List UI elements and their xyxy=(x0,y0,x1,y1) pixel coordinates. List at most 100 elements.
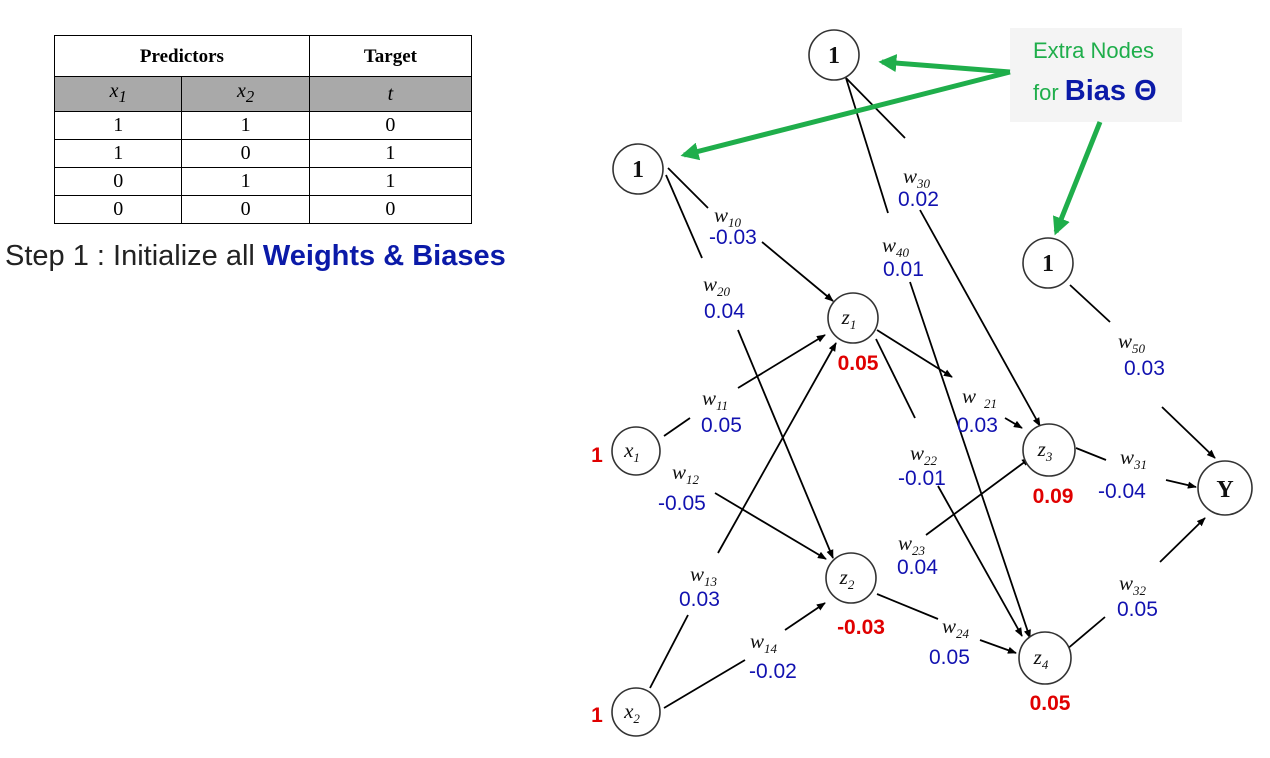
predictors-header: Predictors xyxy=(54,35,310,77)
hidden-node-z2: z2 xyxy=(825,552,877,604)
bias-node-right: 1 xyxy=(1022,237,1074,289)
weight-label-w32: w32 xyxy=(1119,571,1147,598)
weight-value-w11: 0.05 xyxy=(701,414,742,437)
edge-w21-a xyxy=(876,329,953,378)
weight-value-w21: 0.03 xyxy=(957,414,998,437)
edge-w31-a xyxy=(1075,447,1107,461)
svg-text:z2: z2 xyxy=(839,565,855,592)
step-highlight: Weights & Biases xyxy=(262,240,506,272)
var-x2: x2 xyxy=(181,76,310,112)
table-row: 0 1 1 xyxy=(53,167,473,196)
weight-value-w22: -0.01 xyxy=(898,467,946,490)
input-value-x2: 1 xyxy=(591,704,603,727)
weight-value-w40: 0.01 xyxy=(883,258,924,281)
hidden-value-z1: 0.05 xyxy=(838,352,879,375)
weight-value-w14: -0.02 xyxy=(749,660,797,683)
weight-label-w12: w12 xyxy=(672,460,700,487)
svg-text:1: 1 xyxy=(1042,251,1054,277)
hidden-node-z3: z3 xyxy=(1022,423,1076,477)
cell: 1 xyxy=(181,167,310,196)
svg-text:x2: x2 xyxy=(623,699,640,726)
edge-w20-b xyxy=(737,329,834,559)
weight-value-w31: -0.04 xyxy=(1098,480,1146,503)
edge-w32-b xyxy=(1159,517,1206,563)
weight-value-w32: 0.05 xyxy=(1117,598,1158,621)
weight-label-w50: w50 xyxy=(1118,329,1146,356)
hidden-node-z1: z1 xyxy=(827,292,879,344)
weight-value-w50: 0.03 xyxy=(1124,357,1165,380)
weight-label-w24: w24 xyxy=(942,614,970,641)
weight-label-w14: w14 xyxy=(750,629,778,656)
svg-text:z3: z3 xyxy=(1037,437,1053,464)
edge-w11-a xyxy=(663,417,691,437)
weight-labels: w10 -0.03 w20 0.04 w30 0.02 w40 0.01 w50… xyxy=(658,164,1165,683)
hidden-node-z4: z4 xyxy=(1018,631,1072,685)
edge-w11-b xyxy=(737,334,826,389)
callout-background xyxy=(1010,28,1182,122)
target-header: Target xyxy=(308,35,473,77)
svg-text:z1: z1 xyxy=(841,305,857,332)
weight-value-w10: -0.03 xyxy=(709,226,757,249)
edge-w50-b xyxy=(1161,406,1216,459)
weight-value-w12: -0.05 xyxy=(658,492,706,515)
callout-arrow-left xyxy=(680,69,1011,161)
edge-w12 xyxy=(714,492,827,560)
input-node-x2: x2 xyxy=(611,687,661,737)
weight-label-w22: w22 xyxy=(910,441,938,468)
bias-node-left: 1 xyxy=(612,143,664,195)
edge-w21-b xyxy=(1004,417,1023,429)
edge-w40-a xyxy=(845,77,889,214)
hidden-value-z4: 0.05 xyxy=(1030,692,1071,715)
input-value-x1: 1 xyxy=(591,444,603,467)
hidden-value-z3: 0.09 xyxy=(1033,485,1074,508)
cell: 1 xyxy=(308,167,473,196)
svg-text:1: 1 xyxy=(828,43,840,69)
weight-label-w23: w23 xyxy=(898,531,926,558)
callout-arrow-top xyxy=(878,54,1011,75)
cell: 0 xyxy=(53,195,183,224)
truth-table: Predictors Target x1 x2 t 1 1 0 1 0 1 0 … xyxy=(53,35,473,224)
callout-line1: Extra Nodes xyxy=(1033,38,1154,63)
edge-w13-a xyxy=(649,614,689,689)
cell: 0 xyxy=(181,139,310,168)
table-row: 1 1 0 xyxy=(53,111,473,140)
callout-arrow-right xyxy=(1052,121,1103,236)
edge-w31-b xyxy=(1165,479,1197,489)
weight-value-w13: 0.03 xyxy=(679,588,720,611)
edges xyxy=(649,77,1216,709)
edge-w22-a xyxy=(875,338,916,419)
svg-text:z4: z4 xyxy=(1033,645,1049,672)
edge-w40-b xyxy=(909,281,1031,639)
step-instruction: Step 1 : Initialize all Weights & Biases xyxy=(5,240,506,273)
edge-w10-a xyxy=(667,167,709,209)
var-x1: x1 xyxy=(53,76,183,112)
edge-w22-b xyxy=(937,485,1023,637)
weight-value-w30: 0.02 xyxy=(898,188,939,211)
weight-label-w20: w20 xyxy=(703,272,731,299)
edge-w14-a xyxy=(663,659,746,709)
cell: 0 xyxy=(308,195,473,224)
weight-value-w24: 0.05 xyxy=(929,646,970,669)
cell: 0 xyxy=(181,195,310,224)
var-t: t xyxy=(308,76,473,112)
edge-w20-a xyxy=(665,174,703,259)
edge-w30-b xyxy=(919,209,1041,427)
step-prefix: Step 1 : Initialize all xyxy=(5,240,263,272)
edge-w14-b xyxy=(784,602,826,631)
edge-w24-b xyxy=(979,639,1017,654)
weight-label-w11: w11 xyxy=(702,386,728,413)
svg-text:x1: x1 xyxy=(623,438,640,465)
edge-w32-a xyxy=(1065,616,1106,651)
edge-w10-b xyxy=(761,241,834,302)
svg-text:1: 1 xyxy=(632,157,644,183)
weight-label-w30: w30 xyxy=(903,164,931,191)
output-node-y: Y xyxy=(1197,460,1253,516)
weight-label-w40: w40 xyxy=(882,233,910,260)
table-header-row: Predictors Target xyxy=(54,35,473,77)
weight-label-w13: w13 xyxy=(690,562,718,589)
callout-arrows xyxy=(680,54,1103,236)
edge-w24-a xyxy=(876,593,939,620)
weight-value-w23: 0.04 xyxy=(897,556,938,579)
